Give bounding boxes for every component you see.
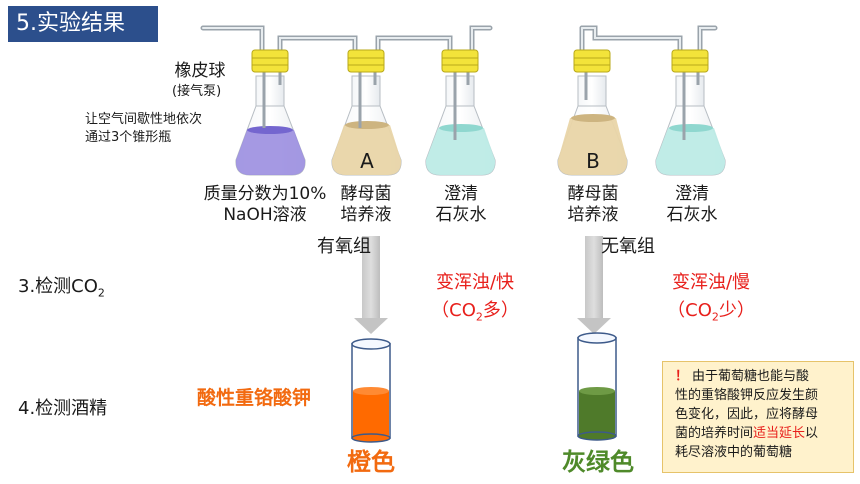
naoh-flask	[235, 49, 306, 176]
note-box: ！由于葡萄糖也能与酸 性的重铬酸钾反应发生颜 色变化，因此，应将酵母 菌的培养时…	[662, 361, 854, 473]
yeast-flask-a	[331, 49, 402, 176]
lime-b-label-line2: 石灰水	[666, 205, 718, 225]
test-tube-green	[577, 332, 617, 441]
down-arrow-anaerobic	[577, 236, 611, 334]
flask-label-a: A	[360, 149, 374, 173]
yeast-b-label-line1: 酵母菌	[567, 184, 619, 204]
yeast-a-label-line1: 酵母菌	[340, 184, 392, 204]
yeast-b-label-line2: 培养液	[567, 205, 619, 225]
orange-result-label: 橙色	[347, 448, 395, 476]
lime-a-label-line1: 澄清	[444, 184, 478, 204]
pump-label: 橡皮球	[174, 61, 226, 81]
aerobic-co2-result: 变浑浊/快	[435, 272, 515, 293]
pump-desc-line1: 让空气间歇性地依次	[85, 112, 203, 127]
reagent-label: 酸性重铬酸钾	[197, 387, 312, 409]
anaerobic-co2-amount: （CO2少）	[667, 300, 755, 324]
naoh-label-line2: NaOH溶液	[223, 205, 307, 225]
flask-label-b: B	[586, 149, 600, 173]
pump-sublabel: (接气泵)	[172, 84, 222, 99]
limewater-flask-a	[425, 49, 496, 176]
aerobic-group-label: 有氧组	[317, 236, 371, 257]
warning-icon: ！	[675, 369, 689, 384]
naoh-label-line1: 质量分数为10%	[203, 184, 327, 204]
lime-a-label-line2: 石灰水	[435, 205, 487, 225]
anaerobic-co2-result: 变浑浊/慢	[671, 272, 751, 293]
aerobic-co2-amount: （CO2多）	[431, 300, 519, 324]
yeast-a-label-line2: 培养液	[340, 205, 392, 225]
grey-green-result-label: 灰绿色	[562, 448, 634, 476]
step-alcohol-label: 4.检测酒精	[18, 398, 108, 419]
limewater-flask-b	[655, 49, 726, 176]
step-co2-label: 3.检测CO2	[18, 276, 105, 300]
slide-title: 5.实验结果	[8, 6, 158, 42]
lime-b-label-line1: 澄清	[675, 184, 709, 204]
yeast-flask-b	[557, 49, 628, 176]
test-tube-orange	[351, 338, 391, 443]
down-arrow-aerobic	[354, 236, 388, 334]
pump-desc-line2: 通过3个锥形瓶	[85, 130, 172, 145]
anaerobic-group-label: 无氧组	[601, 236, 655, 257]
